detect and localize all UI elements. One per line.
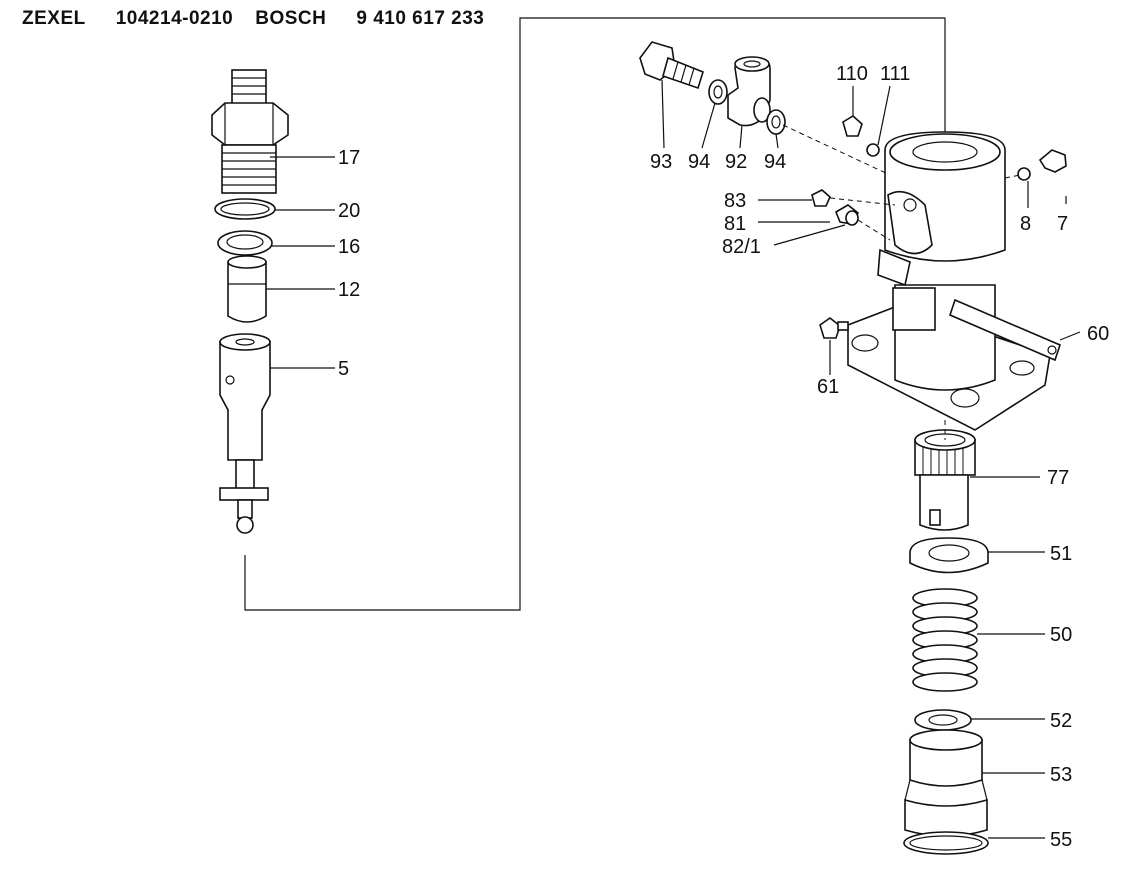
callout-83: 83: [724, 190, 746, 212]
callout-17: 17: [338, 147, 360, 169]
part-51-spring-seat[interactable]: [909, 537, 989, 574]
part-94-washer-left[interactable]: [708, 79, 728, 105]
part-77-control-sleeve[interactable]: [914, 429, 976, 531]
callout-20: 20: [338, 200, 360, 222]
part-53-tappet[interactable]: [904, 729, 988, 837]
part-52-lower-spring-seat[interactable]: [914, 709, 972, 731]
maker-label: ZEXEL: [22, 8, 86, 29]
callout-92: 92: [725, 151, 747, 173]
part-20-o-ring[interactable]: [214, 198, 276, 220]
part-93-banjo-bolt[interactable]: [639, 41, 704, 90]
part-55-snap-ring[interactable]: [903, 831, 989, 855]
part-16-gasket[interactable]: [217, 230, 273, 256]
part-61-screw[interactable]: [819, 317, 849, 339]
part-50-plunger-spring[interactable]: [912, 588, 978, 692]
callout-77: 77: [1047, 467, 1069, 489]
callout-16: 16: [338, 236, 360, 258]
callout-5: 5: [338, 358, 349, 380]
part-17-valve-holder[interactable]: [211, 69, 289, 194]
callout-110: 110: [836, 63, 868, 85]
part-92-banjo-fitting[interactable]: [727, 56, 771, 127]
callout-94-right: 94: [764, 151, 786, 173]
part-83-screw[interactable]: [811, 189, 831, 207]
part-110-screw[interactable]: [842, 115, 863, 137]
part-12-delivery-valve[interactable]: [227, 255, 267, 323]
part-8-washer[interactable]: [1017, 167, 1031, 181]
part-111-washer[interactable]: [866, 143, 880, 157]
callout-93: 93: [650, 151, 672, 173]
part-60-control-lever[interactable]: [949, 298, 1061, 362]
callout-53: 53: [1050, 764, 1072, 786]
callout-60: 60: [1087, 323, 1109, 345]
bosch-part-number: 9 410 617 233: [356, 8, 485, 29]
part-7-screw[interactable]: [1038, 149, 1067, 173]
callout-81: 81: [724, 213, 746, 235]
callout-82-1: 82/1: [722, 236, 761, 258]
callout-61: 61: [817, 376, 839, 398]
assembly-connector-line: [244, 17, 946, 611]
zexel-part-number: 104214-0210: [115, 8, 234, 29]
callout-7: 7: [1057, 213, 1068, 235]
part-5-plunger-barrel[interactable]: [219, 333, 271, 534]
callout-12: 12: [338, 279, 360, 301]
callout-50: 50: [1050, 624, 1072, 646]
callout-111: 111: [880, 63, 910, 85]
part-82-1-washer[interactable]: [845, 210, 859, 226]
brand-label: BOSCH: [255, 8, 327, 29]
callout-52: 52: [1050, 710, 1072, 732]
callout-8: 8: [1020, 213, 1031, 235]
callout-94-left: 94: [688, 151, 710, 173]
part-94-washer-right[interactable]: [766, 109, 786, 135]
callout-51: 51: [1050, 543, 1072, 565]
callout-55: 55: [1050, 829, 1072, 851]
diagram-header: ZEXEL 104214-0210 BOSCH 9 410 617 233: [22, 8, 514, 34]
